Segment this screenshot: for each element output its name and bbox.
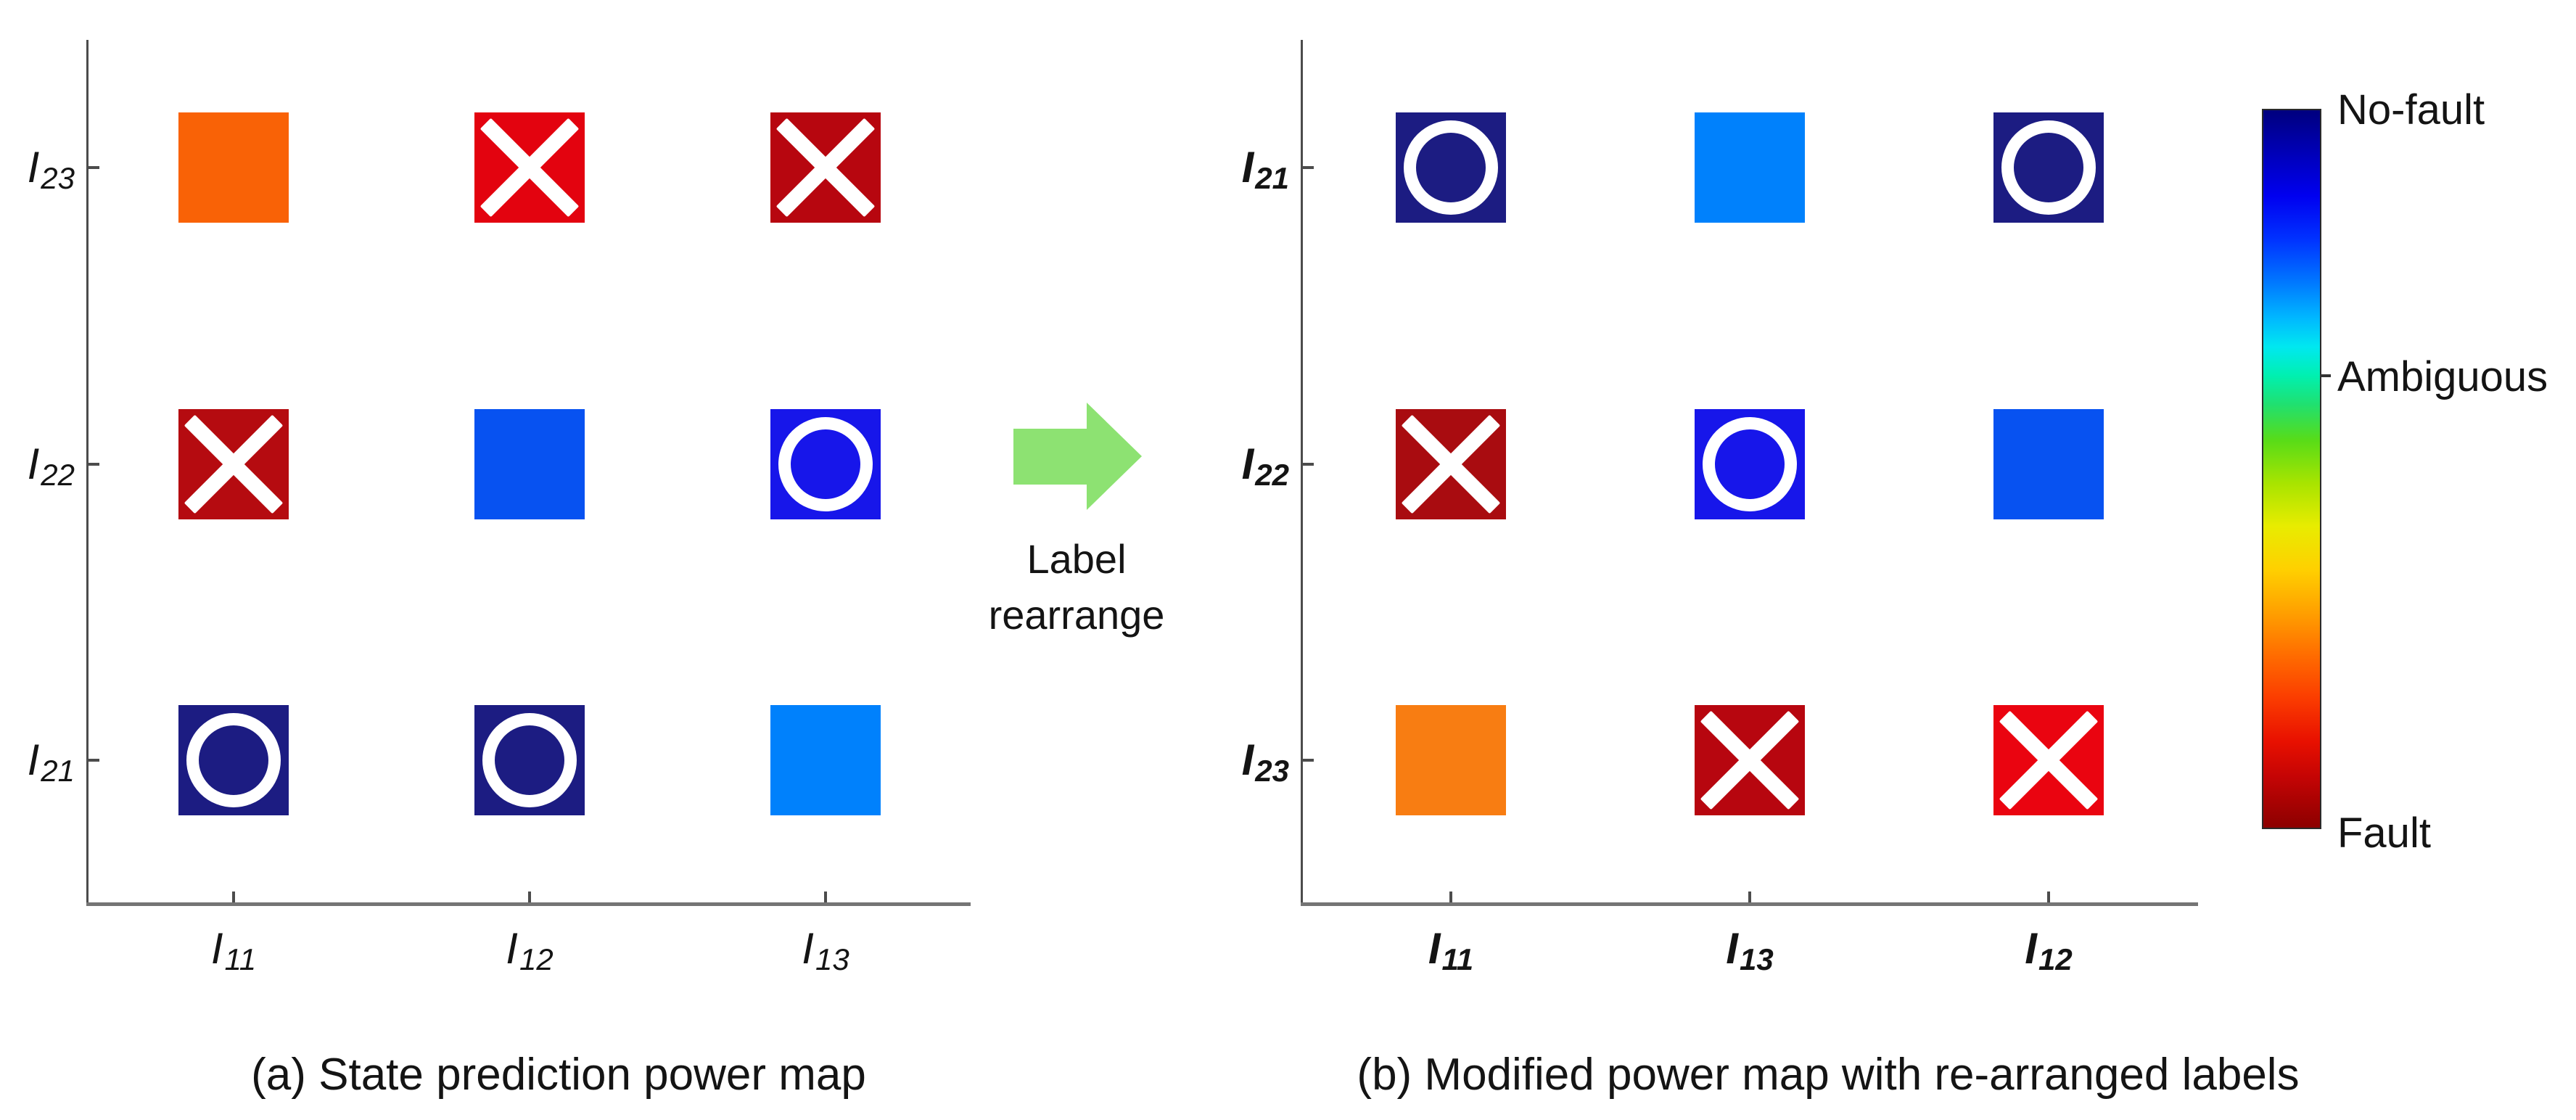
xlabel-I12: I12 bbox=[506, 924, 554, 977]
cell-I22-I13 bbox=[1695, 409, 1805, 519]
ylabel-I23: I23 bbox=[27, 143, 75, 196]
y-tick bbox=[89, 759, 99, 762]
cell-I21-I13 bbox=[770, 705, 881, 815]
arrow-head-icon bbox=[1087, 403, 1142, 510]
xlabel-I13: I13 bbox=[802, 924, 849, 977]
colorbar-label-ambiguous: Ambiguous bbox=[2337, 353, 2548, 400]
o-mark-icon bbox=[186, 713, 281, 807]
o-mark-icon bbox=[1404, 120, 1498, 215]
o-mark-icon bbox=[1703, 417, 1797, 511]
colorbar-ambiguous-tick bbox=[2320, 374, 2331, 377]
x-axis-line bbox=[1301, 902, 2198, 906]
y-axis-line bbox=[1301, 40, 1303, 906]
cell-I21-I12 bbox=[1993, 112, 2104, 223]
y-axis-line bbox=[86, 40, 89, 906]
ylabel-I21: I21 bbox=[27, 736, 75, 788]
arrow-label: Label rearrange bbox=[989, 531, 1165, 643]
xlabel-I13: I13 bbox=[1726, 924, 1774, 977]
cell-I21-I13 bbox=[1695, 112, 1805, 223]
arrow-label-line1: Label bbox=[1026, 536, 1127, 582]
ylabel-I22: I22 bbox=[1241, 440, 1289, 493]
cell-I23-I13 bbox=[1695, 705, 1805, 815]
y-tick bbox=[1303, 166, 1314, 169]
x-tick bbox=[528, 892, 531, 902]
x-tick bbox=[2047, 892, 2050, 902]
xlabel-I11: I11 bbox=[1428, 924, 1474, 977]
x-tick bbox=[232, 892, 235, 902]
arrow-body bbox=[1013, 429, 1087, 485]
ylabel-I23: I23 bbox=[1241, 736, 1289, 788]
y-tick bbox=[89, 463, 99, 466]
cell-I22-I13 bbox=[770, 409, 881, 519]
cell-I23-I11 bbox=[178, 112, 289, 223]
x-axis-line bbox=[86, 902, 971, 906]
arrow-label-line2: rearrange bbox=[988, 592, 1165, 638]
cell-I23-I11 bbox=[1396, 705, 1506, 815]
cell-I21-I11 bbox=[1396, 112, 1506, 223]
cell-I23-I13 bbox=[770, 112, 881, 223]
o-mark-icon bbox=[2001, 120, 2096, 215]
cell-I23-I12 bbox=[474, 112, 585, 223]
cell-I21-I12 bbox=[474, 705, 585, 815]
colorbar bbox=[2262, 109, 2321, 829]
o-mark-icon bbox=[778, 417, 873, 511]
x-tick bbox=[1449, 892, 1452, 902]
xlabel-I11: I11 bbox=[210, 924, 257, 977]
xlabel-I12: I12 bbox=[2025, 924, 2073, 977]
cell-I22-I12 bbox=[1993, 409, 2104, 519]
ylabel-I22: I22 bbox=[27, 440, 75, 493]
y-tick bbox=[1303, 759, 1314, 762]
caption-panel-a: (a) State prediction power map bbox=[251, 1050, 866, 1100]
ylabel-I21: I21 bbox=[1241, 143, 1289, 196]
o-mark-icon bbox=[482, 713, 577, 807]
x-tick bbox=[1748, 892, 1751, 902]
cell-I22-I11 bbox=[178, 409, 289, 519]
y-tick bbox=[1303, 463, 1314, 466]
cell-I21-I11 bbox=[178, 705, 289, 815]
cell-I22-I12 bbox=[474, 409, 585, 519]
cell-I23-I12 bbox=[1993, 705, 2104, 815]
cell-I22-I11 bbox=[1396, 409, 1506, 519]
y-tick bbox=[89, 166, 99, 169]
colorbar-label-no-fault: No-fault bbox=[2337, 86, 2485, 133]
caption-panel-b: (b) Modified power map with re-arranged … bbox=[1357, 1050, 2300, 1100]
x-tick bbox=[824, 892, 827, 902]
colorbar-label-fault: Fault bbox=[2337, 810, 2431, 857]
